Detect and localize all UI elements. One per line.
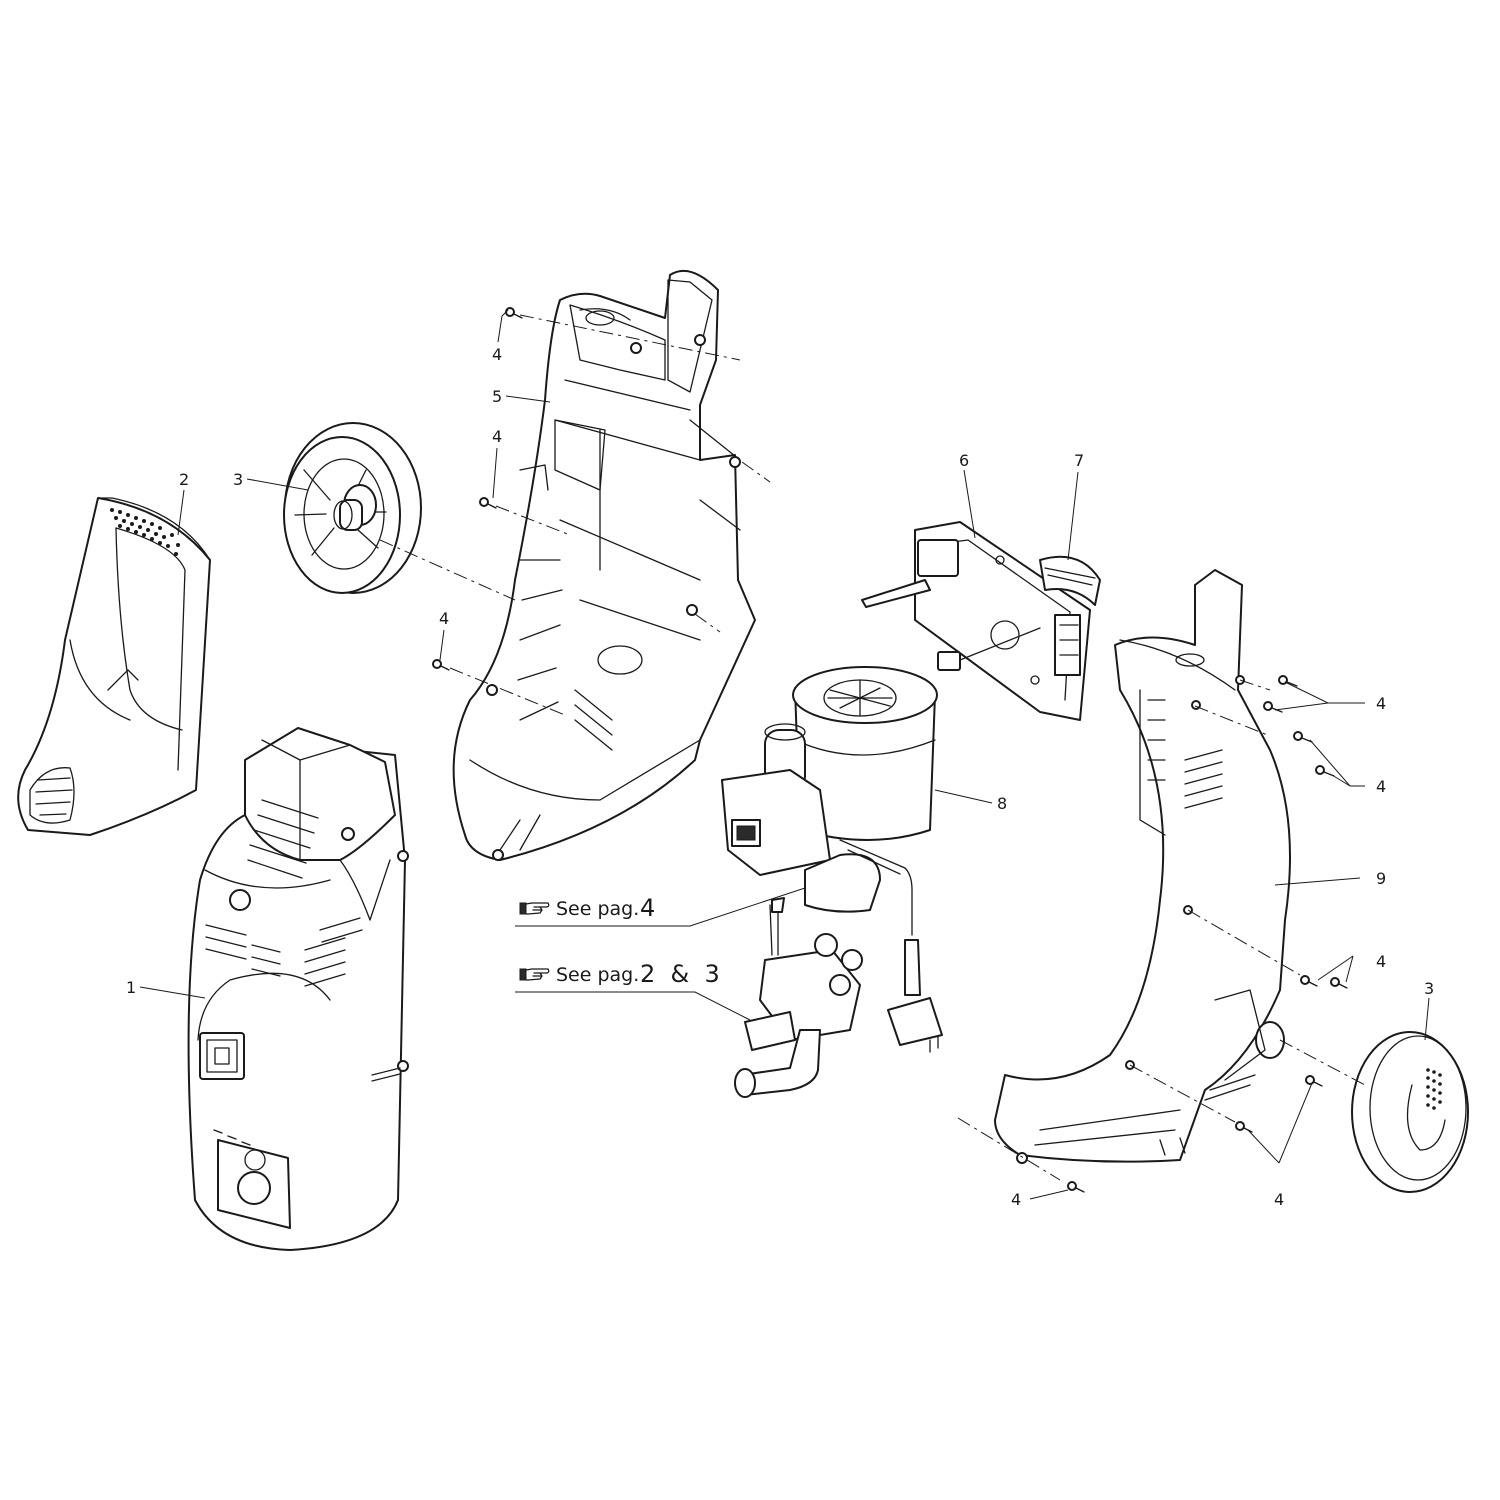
screw xyxy=(1293,731,1313,743)
screw xyxy=(1330,977,1348,989)
assembly-lines xyxy=(379,314,1366,1181)
part-1-front-housing xyxy=(187,727,409,1251)
screw xyxy=(1067,1181,1085,1193)
screw xyxy=(1315,765,1335,777)
part-2-top-cover xyxy=(17,497,211,836)
screw xyxy=(505,307,523,319)
screw xyxy=(432,659,450,671)
part-7-clamp xyxy=(1039,555,1101,606)
reference-pump-prefix: See pag. xyxy=(556,964,639,986)
reference-pump-page: 2 & 3 xyxy=(640,960,720,988)
screw xyxy=(1263,701,1283,713)
part-6-bracket xyxy=(861,521,1091,721)
callout-3: 3 xyxy=(1424,979,1434,998)
pointing-hand-icon xyxy=(519,902,550,915)
callout-4: 4 xyxy=(1376,694,1386,713)
reference-motor-prefix: See pag. xyxy=(556,898,639,920)
part-3-wheel-right xyxy=(1351,1031,1469,1193)
pointing-hand-icon xyxy=(519,968,550,981)
screw xyxy=(1235,1121,1253,1133)
callout-4: 4 xyxy=(492,345,502,364)
callout-4: 4 xyxy=(1376,777,1386,796)
screw xyxy=(479,497,497,509)
callout-8: 8 xyxy=(997,794,1007,813)
pump-assembly xyxy=(734,897,863,1098)
callout-2: 2 xyxy=(179,470,189,489)
callout-5: 5 xyxy=(492,387,502,406)
part-8-motor xyxy=(721,666,943,1053)
screw xyxy=(1278,675,1298,687)
callout-4: 4 xyxy=(1274,1190,1284,1209)
callout-4: 4 xyxy=(492,427,502,446)
screws xyxy=(432,307,1348,1193)
part-5-left-casing xyxy=(452,270,756,861)
part-3-wheel-left xyxy=(283,422,422,594)
screw xyxy=(1300,975,1318,987)
callouts: 1 2 3 3 4 4 4 4 4 4 4 4 5 6 7 8 9 xyxy=(126,345,1434,1209)
screw xyxy=(1305,1075,1323,1087)
callout-9: 9 xyxy=(1376,869,1386,888)
callout-6: 6 xyxy=(959,451,969,470)
leader-lines xyxy=(139,309,1430,1200)
callout-4: 4 xyxy=(439,609,449,628)
callout-3: 3 xyxy=(233,470,243,489)
reference-pump: See pag. 2 & 3 xyxy=(519,960,720,988)
callout-7: 7 xyxy=(1074,451,1084,470)
part-9-right-casing xyxy=(994,569,1291,1164)
callout-4: 4 xyxy=(1376,952,1386,971)
callout-1: 1 xyxy=(126,978,136,997)
callout-4: 4 xyxy=(1011,1190,1021,1209)
reference-motor: See pag. 4 xyxy=(519,894,655,922)
reference-motor-page: 4 xyxy=(640,894,655,922)
